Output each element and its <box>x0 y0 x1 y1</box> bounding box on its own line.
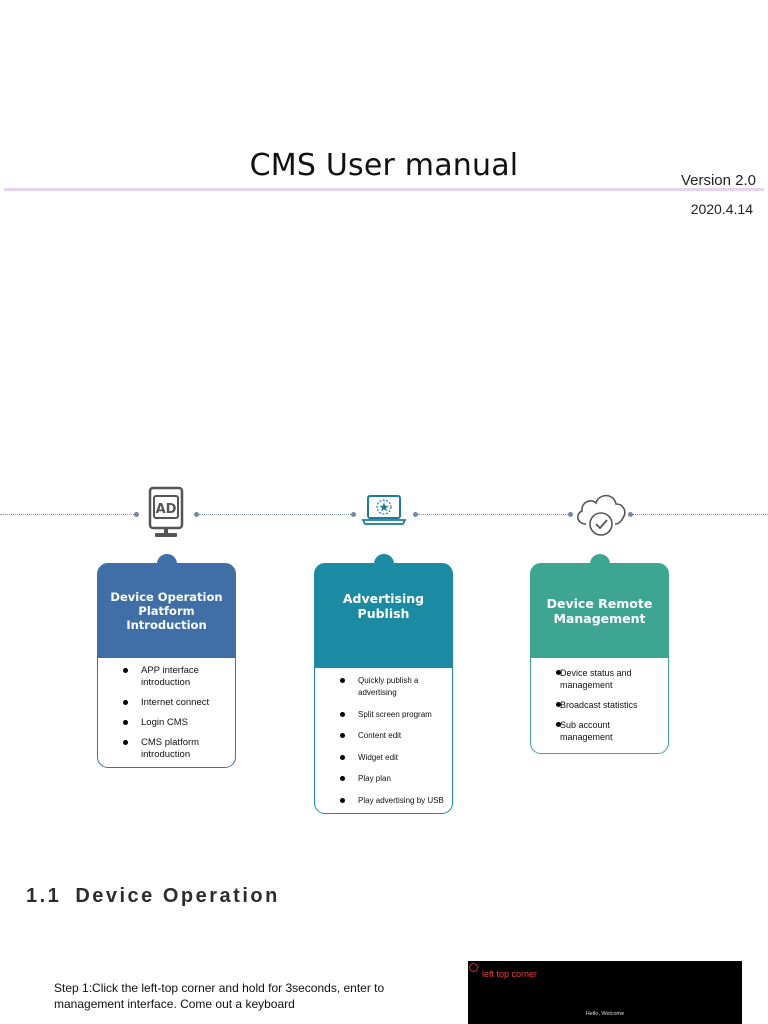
list-item: Play plan <box>327 773 446 785</box>
list-item: Broadcast statistics <box>543 699 662 711</box>
cloud-check-icon <box>577 494 626 536</box>
card-list: Device status and management Broadcast s… <box>531 658 668 753</box>
date-label: 2020.4.14 <box>690 201 753 217</box>
card-notch <box>156 554 177 574</box>
card-title: Advertising Publish <box>342 591 425 621</box>
timeline-dot <box>194 512 199 517</box>
list-item: APP interface introduction <box>110 665 229 689</box>
list-item: Sub account management <box>543 719 662 743</box>
page-title: CMS User manual <box>249 148 519 183</box>
timeline-dot <box>628 512 633 517</box>
list-item: Content edit <box>327 730 446 742</box>
welcome-text: Hello, Welcome <box>585 1011 625 1017</box>
touch-target-circle-icon <box>469 963 478 972</box>
title-divider <box>4 188 764 191</box>
list-item: Play advertising by USB <box>327 795 446 807</box>
timeline-dot <box>134 512 139 517</box>
corner-label: left top corner <box>482 969 538 979</box>
version-label: Version 2.0 <box>680 172 756 189</box>
card-device-remote-management: Device Remote Management Device status a… <box>530 554 669 754</box>
ad-billboard-icon: AD <box>148 486 184 537</box>
card-list: Quickly publish a advertising Split scre… <box>315 668 452 813</box>
timeline-dot <box>568 512 573 517</box>
timeline-dot <box>413 512 418 517</box>
section-title: Device Operation <box>75 885 280 907</box>
card-list: APP interface introduction Internet conn… <box>98 658 235 767</box>
card-header: Advertising Publish <box>315 554 452 668</box>
timeline-segment <box>418 514 568 515</box>
card-title: Device Operation Platform Introduction <box>110 590 223 632</box>
list-item: CMS platform introduction <box>110 737 229 761</box>
device-screenshot: left top corner Hello, Welcome <box>468 961 742 1024</box>
list-item: Internet connect <box>110 697 229 709</box>
timeline <box>0 510 768 520</box>
card-notch <box>373 554 394 574</box>
list-item: Device status and management <box>543 667 662 691</box>
section-number: 1.1 <box>26 885 62 907</box>
card-device-operation: Device Operation Platform Introduction A… <box>97 554 236 768</box>
list-item: Quickly publish a advertising <box>327 675 446 699</box>
card-notch <box>589 554 610 574</box>
list-item: Login CMS <box>110 717 229 729</box>
timeline-segment <box>199 514 351 515</box>
card-title: Device Remote Management <box>546 596 653 626</box>
list-item: Split screen program <box>327 709 446 721</box>
card-header: Device Remote Management <box>531 554 668 658</box>
section-heading: 1.1 Device Operation <box>26 885 280 908</box>
list-item: Widget edit <box>327 752 446 764</box>
card-header: Device Operation Platform Introduction <box>98 554 235 658</box>
svg-text:AD: AD <box>156 502 177 517</box>
step-1-text: Step 1:Click the left-top corner and hol… <box>54 981 385 1011</box>
timeline-segment <box>0 514 134 515</box>
laptop-star-icon <box>361 495 407 525</box>
timeline-dot <box>351 512 356 517</box>
card-advertising-publish: Advertising Publish Quickly publish a ad… <box>314 554 453 814</box>
timeline-segment <box>633 514 768 515</box>
